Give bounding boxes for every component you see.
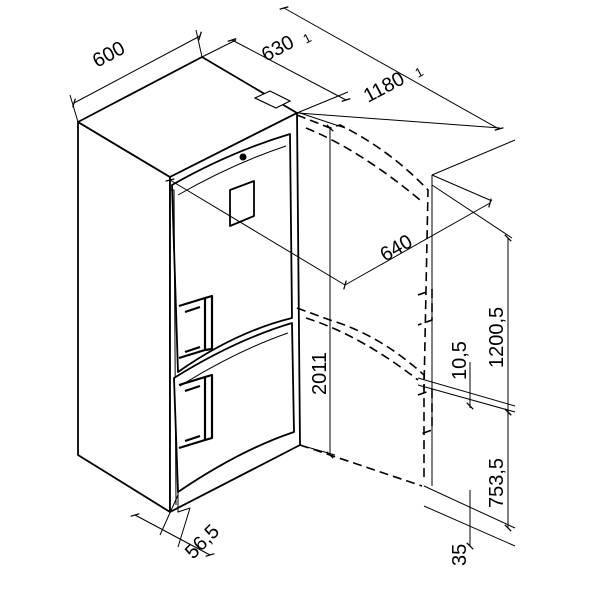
door-offset-label: 56,5 (181, 520, 224, 563)
width-label: 600 (89, 37, 129, 72)
base-open-outline (299, 444, 423, 487)
fridge-side-panel (77, 121, 171, 513)
lower-door-handle (178, 373, 214, 450)
lower-door-open-outline (296, 307, 425, 480)
door-hinge-pin (239, 153, 247, 161)
upper-door-panel (171, 133, 293, 373)
open-lower-handle (417, 388, 433, 436)
lower-door-edge-line (179, 332, 289, 387)
gap-label: 10,5 (449, 341, 471, 380)
lower-door-foot (177, 492, 191, 513)
upper-door-edge-line (177, 145, 287, 196)
lower-door-open-inner (305, 317, 419, 381)
control-display-panel (229, 180, 255, 227)
door-swing-label: 640 (377, 231, 417, 267)
upper-door-open-inner (305, 127, 421, 201)
upper-door-label: 1200,5 (486, 307, 508, 368)
depth-open-label: 1180 (360, 68, 408, 108)
open-door-outlines (296, 114, 433, 487)
lower-door (173, 322, 295, 513)
upper-door (170, 133, 293, 506)
base-label: 35 (449, 544, 471, 566)
height-label: 2011 (309, 352, 331, 395)
lower-door-label: 753,5 (486, 458, 508, 508)
lower-door-panel (173, 322, 295, 493)
depth-label: 630 (258, 31, 298, 66)
depth-open-footnote: 1 (412, 64, 425, 81)
dimension-lines (69, 6, 516, 557)
upper-door-handle (178, 294, 214, 360)
depth-footnote: 1 (300, 30, 313, 47)
